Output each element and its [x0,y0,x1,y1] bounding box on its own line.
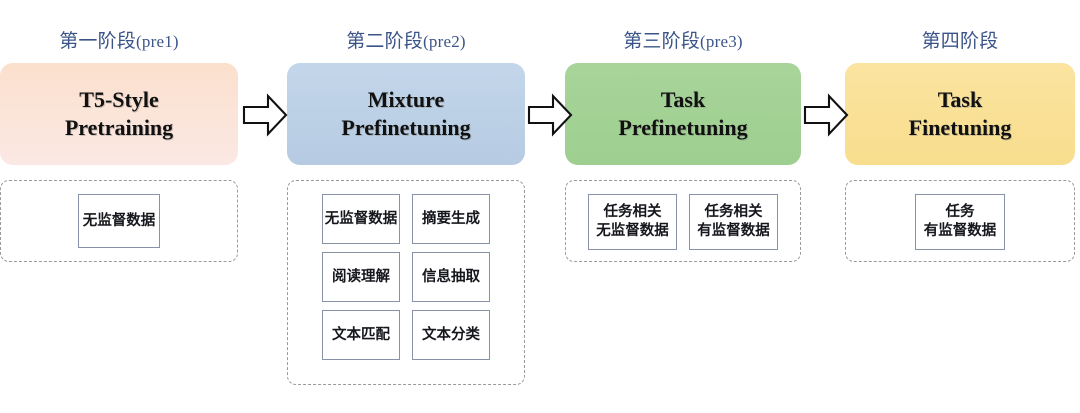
stage-label-1: 第一阶段(pre1) [0,26,238,53]
data-box-line: 有监督数据 [697,223,770,239]
data-box-line: 摘要生成 [422,210,480,227]
data-box-line: 信息抽取 [422,268,480,285]
data-box: 文本匹配 [322,310,400,360]
data-box: 文本分类 [412,310,490,360]
stage-box-line: Pretraining [64,115,174,140]
stage-box-line: Mixture [367,86,445,112]
data-box: 信息抽取 [412,252,490,302]
arrow-stage3-to-stage4 [803,92,849,143]
data-box: 任务有监督数据 [915,194,1005,250]
data-box: 无监督数据 [322,194,400,244]
arrow-right-icon [527,93,573,137]
stage-label-text: 第四阶段 [921,31,999,52]
data-box-line: 任务相关 [603,204,662,221]
stage-box-line: Prefinetuning [618,115,748,140]
stage-data-group-2: 无监督数据 摘要生成阅读理解 信息抽取文本匹配 文本分类 [287,180,525,385]
stage-data-group-1: 无监督数据 [0,180,238,262]
stage-label-suffix: (pre3) [700,32,743,51]
stage-label-4: 第四阶段 [845,26,1075,53]
data-box-line: 文本匹配 [332,326,390,343]
data-box-line: 阅读理解 [332,268,390,285]
data-box-line: 无监督数据 [596,223,669,239]
data-box: 摘要生成 [412,194,490,244]
data-box-line: 无监督数据 [82,212,156,229]
stage-box-line: T5-Style [79,86,159,112]
arrow-stage1-to-stage2 [242,92,288,143]
stage-data-group-3: 任务相关无监督数据任务相关有监督数据 [565,180,801,262]
stage-box-line: Task [660,86,706,112]
data-box-line: 有监督数据 [923,223,997,239]
stage-box-line: Finetuning [908,115,1012,140]
arrow-stage2-to-stage3 [527,92,573,143]
stage-label-text: 第二阶段 [346,31,424,52]
stage-label-text: 第三阶段 [623,31,701,52]
stage-box-line: Task [937,86,983,112]
data-box: 阅读理解 [322,252,400,302]
data-box: 无监督数据 [78,194,160,248]
stage-label-suffix: (pre1) [136,32,179,51]
data-box: 任务相关无监督数据 [588,194,677,250]
data-box-line: 任务 [945,204,975,221]
data-box-line: 任务相关 [704,204,763,221]
stage-label-2: 第二阶段(pre2) [287,26,525,53]
stage-label-text: 第一阶段 [59,31,137,52]
stage-label-suffix: (pre2) [423,32,466,51]
stage-label-3: 第三阶段(pre3) [565,26,801,53]
arrow-right-icon [803,93,849,137]
data-box-line: 无监督数据 [324,210,398,227]
stage-data-group-4: 任务有监督数据 [845,180,1075,262]
stage-box-line: Prefinetuning [341,115,471,140]
data-box: 任务相关有监督数据 [689,194,778,250]
data-box-line: 文本分类 [422,326,480,343]
arrow-right-icon [242,93,288,137]
